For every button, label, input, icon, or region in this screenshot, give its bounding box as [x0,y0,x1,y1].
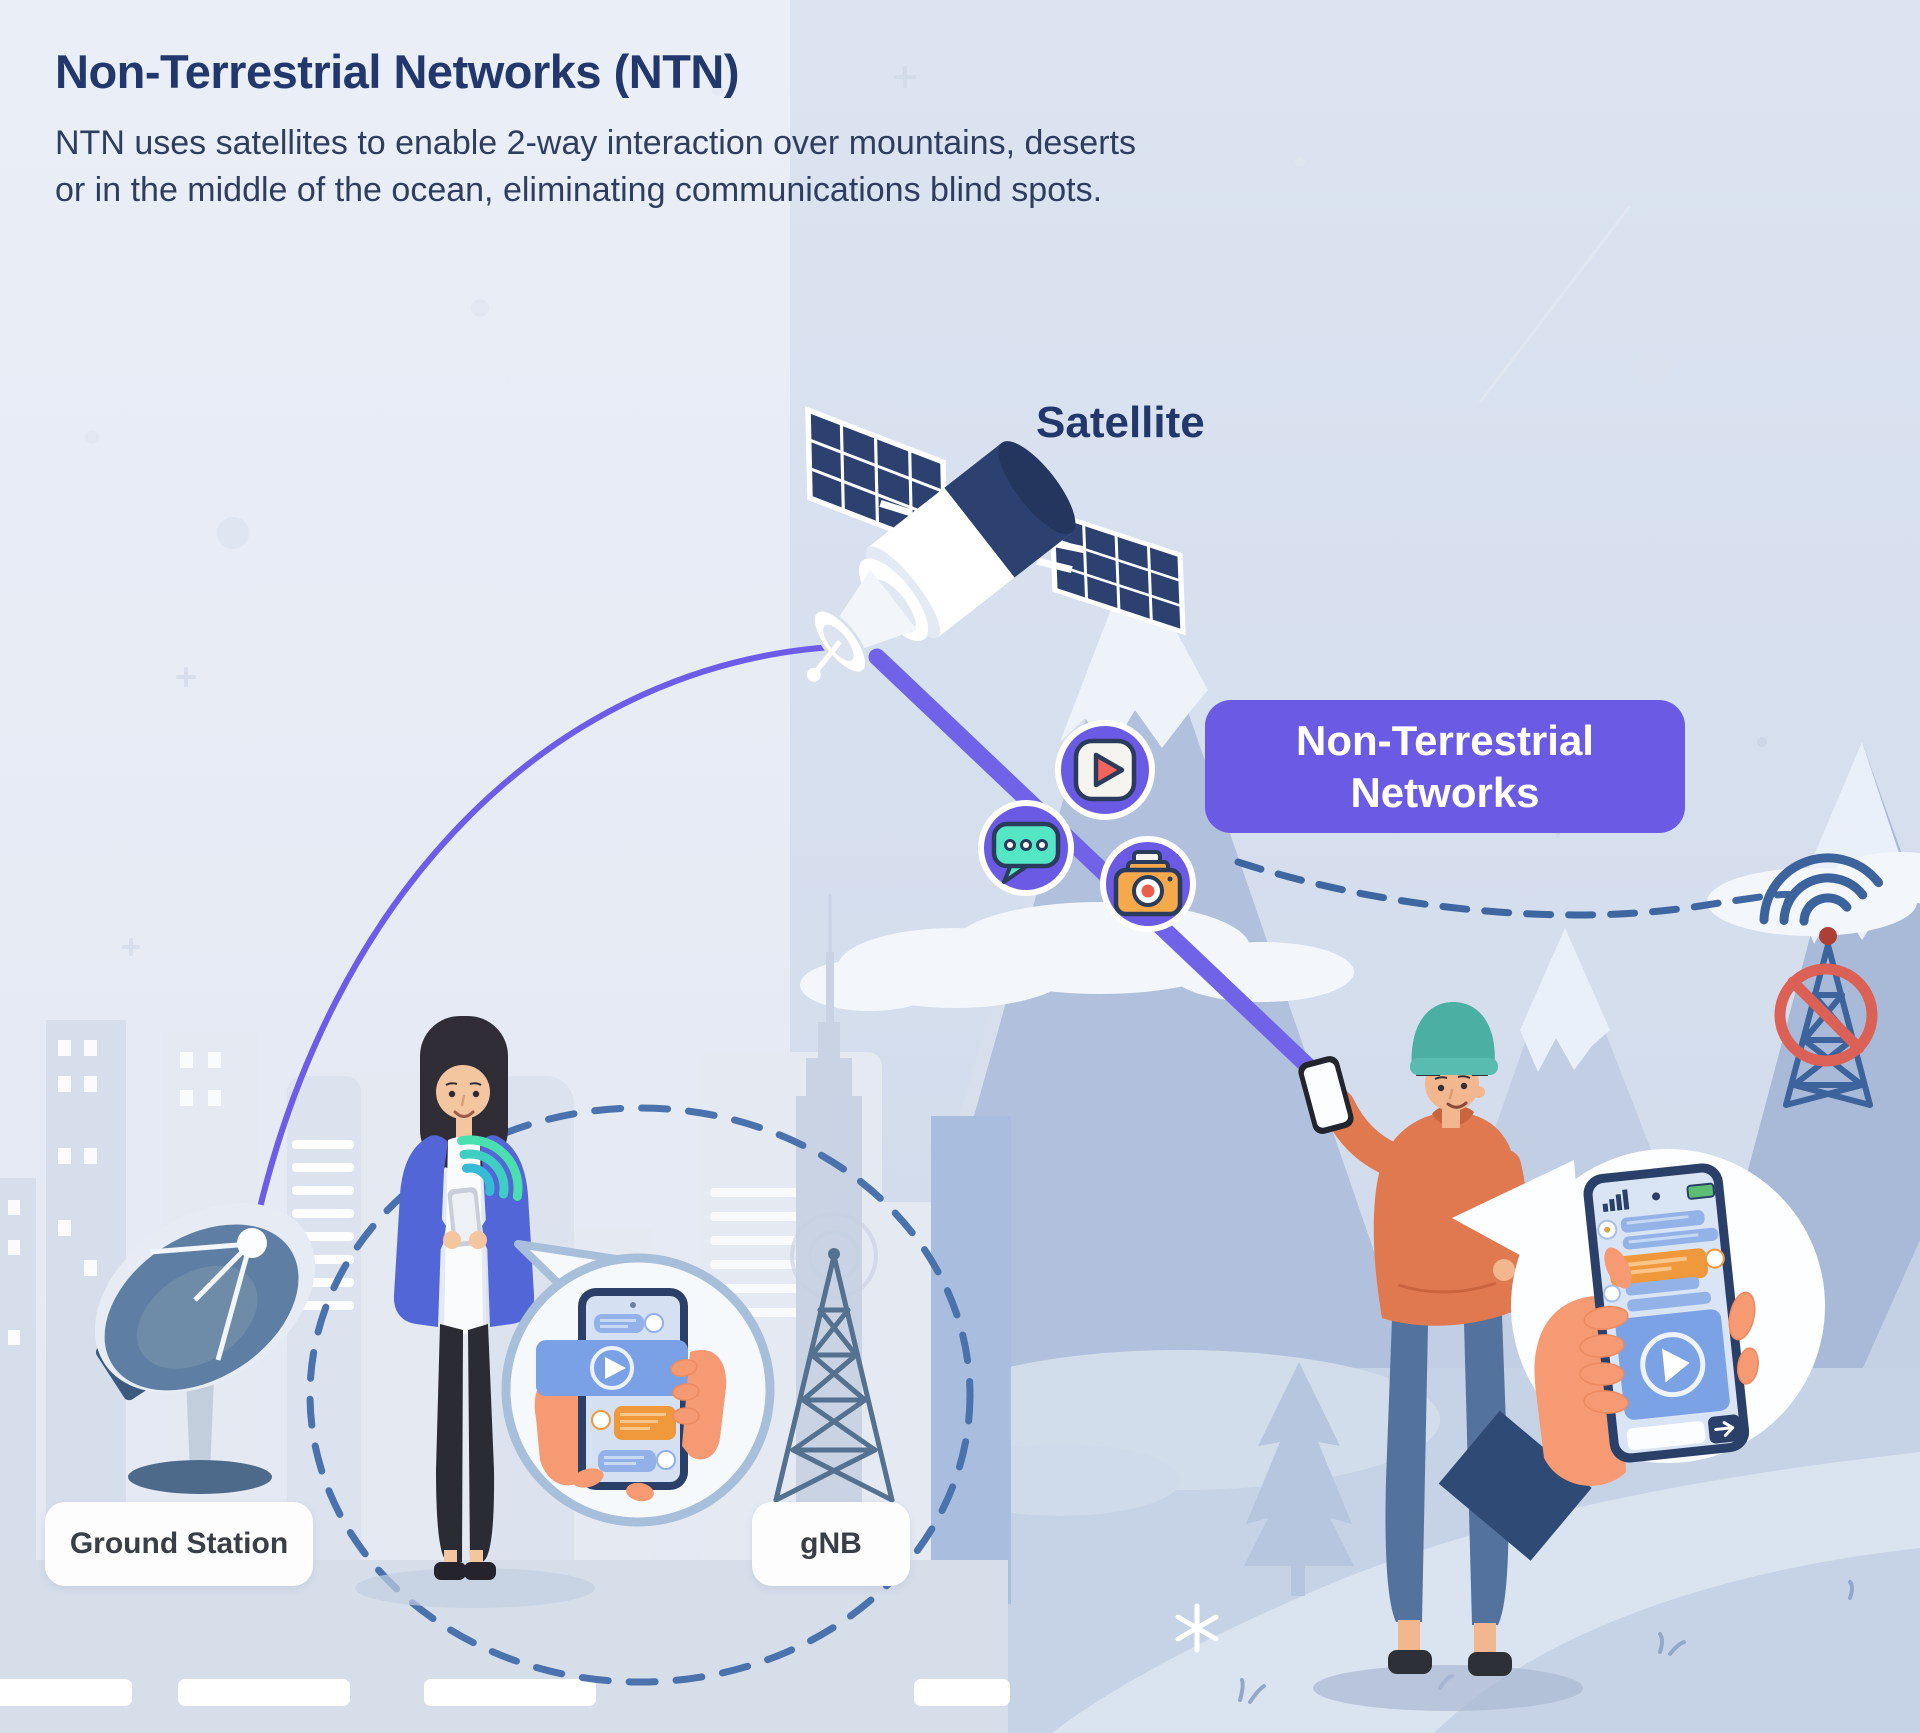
ground-station-dish [94,1203,316,1494]
play-triangle-icon [1662,1348,1690,1383]
road [0,1560,1010,1733]
pants [436,1324,495,1562]
beanie [1411,1002,1495,1072]
chat-message-icon [978,800,1074,896]
subtitle-line-2: or in the middle of the ocean, eliminati… [55,171,1103,209]
signal-bars-icon [1602,1189,1630,1213]
ntn-badge: Non-Terrestrial Networks [1205,700,1685,833]
message-input [1626,1421,1706,1451]
page-title: Non-Terrestrial Networks (NTN) [55,45,740,98]
face [1434,1075,1471,1109]
satellite-label: Satellite [1036,398,1205,447]
satellite-ground-link [249,643,853,1244]
subtitle-line-1: NTN uses satellites to enable 2-way inte… [55,124,1136,162]
wifi-icon [1759,853,1884,926]
road-dashes [0,1679,1010,1706]
face [445,1082,482,1118]
wifi-icon [457,1135,523,1201]
fingers [1579,1247,1759,1414]
satellite-illustration [805,406,1186,682]
video-banner [536,1340,688,1396]
snow-cap [1060,552,1208,752]
phone-zoom-bubble-left [501,1240,775,1527]
sky-decorations [85,66,1877,1199]
camera-dot-icon [1652,1192,1661,1201]
page-subtitle: NTN uses satellites to enable 2-way inte… [55,120,1136,214]
coverage-dashed-circle [306,1104,974,1686]
no-signal-tower [1759,853,1884,1108]
ntn-badge-line-1: Non-Terrestrial [1296,717,1594,765]
handset [447,1187,483,1247]
service-icons [978,720,1196,932]
satellite-device-link [868,648,1321,1079]
video-panel [1615,1309,1730,1420]
building-windows [58,1040,97,1276]
gnb-label: gNB [752,1502,910,1586]
battery-icon [1686,1182,1716,1200]
pine-tree [1244,1362,1354,1596]
dish-feed-struts [149,1241,253,1361]
zoomed-phone [536,1288,688,1490]
handset [1298,1056,1354,1134]
prohibition-icon [1774,963,1878,1067]
ntn-badge-line-2: Networks [1350,768,1540,816]
play-triangle-icon [605,1357,626,1379]
shadow [355,1568,595,1608]
snowflake-icon [1175,1603,1219,1653]
video-play-icon [1055,720,1155,820]
zoomed-phone [1583,1163,1750,1463]
shadow [1313,1665,1583,1711]
camera-icon [1100,836,1196,932]
ground-station-label: Ground Station [45,1502,313,1586]
send-button [1708,1414,1742,1444]
woman-illustration [355,1016,595,1608]
speech-bubble-right [1438,1149,1825,1561]
clouds [800,852,1920,1011]
gnb-tower [773,1212,895,1503]
